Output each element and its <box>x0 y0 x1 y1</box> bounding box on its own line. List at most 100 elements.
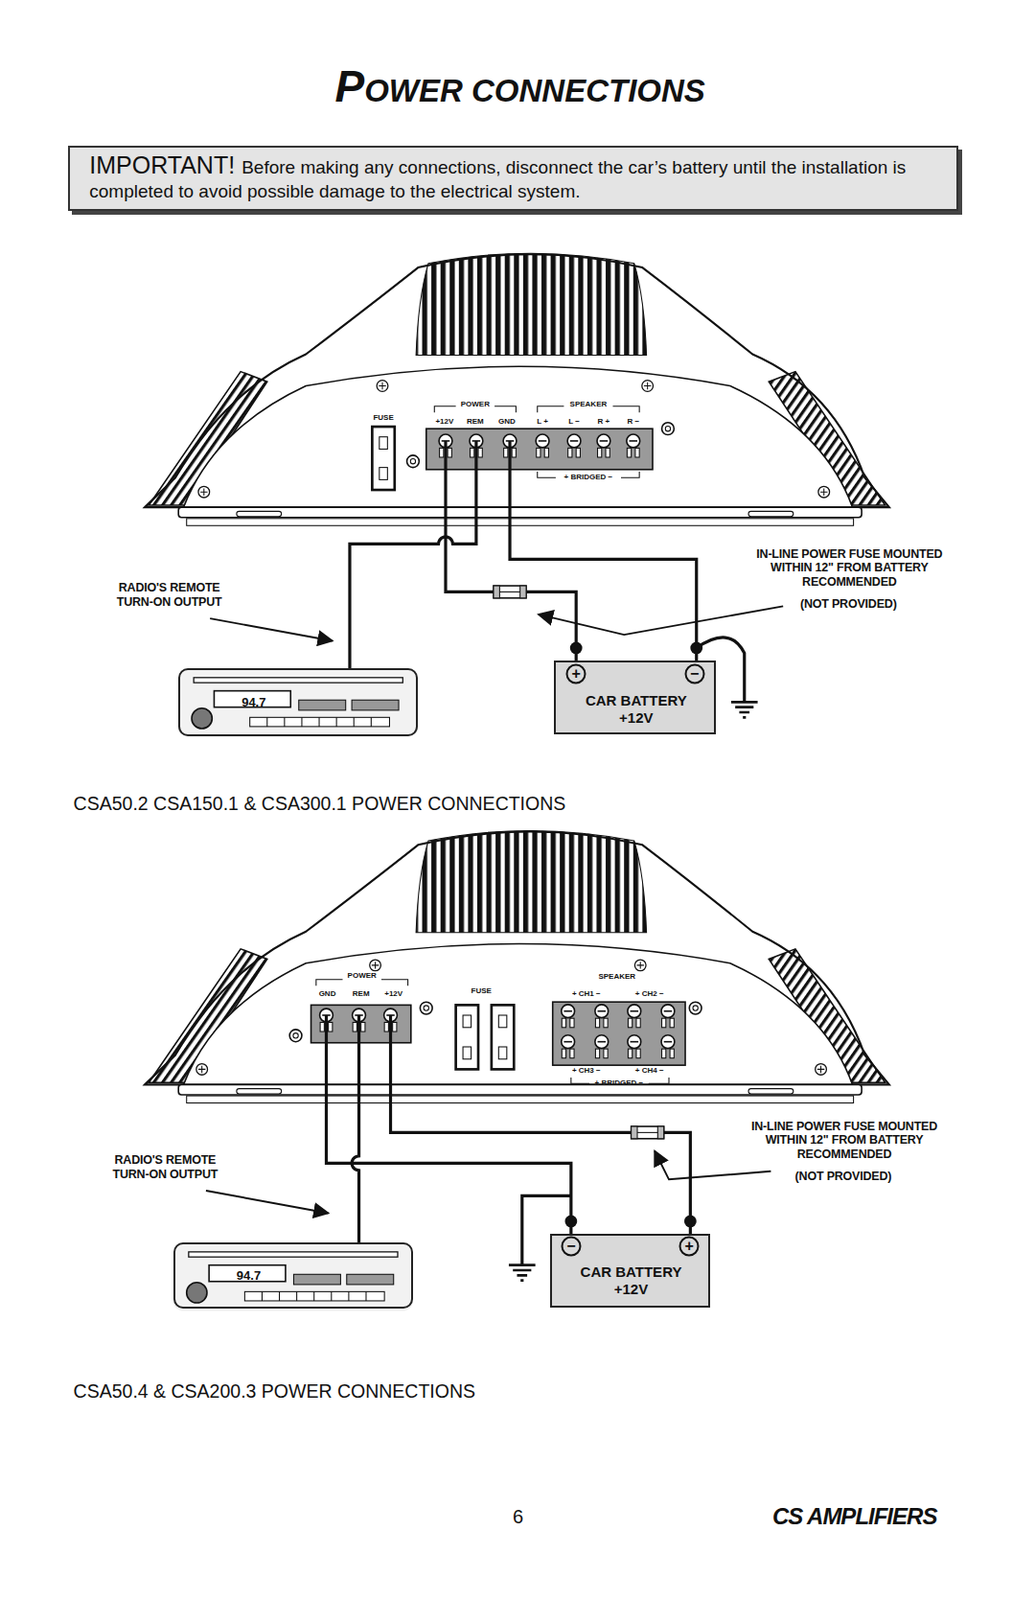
callout-note: (NOT PROVIDED) <box>795 1169 893 1184</box>
terminal-screw <box>535 434 550 458</box>
amp-2-details <box>196 959 828 1083</box>
terminal-screw <box>661 1035 675 1058</box>
panel-screw <box>198 485 210 498</box>
terminal-screw <box>627 1035 642 1058</box>
terminal-label: R + <box>598 417 611 426</box>
terminal-label: +12V <box>384 989 403 998</box>
bracket <box>316 979 669 1084</box>
inline-fuse <box>493 585 527 598</box>
amp-1-details <box>198 380 830 498</box>
fuse-holder <box>498 1046 507 1059</box>
screw <box>289 1029 302 1042</box>
page-number: 6 <box>512 1505 524 1528</box>
panel-screw <box>818 485 830 498</box>
terminal-label: L + <box>536 417 549 426</box>
car-radio: 94.7 <box>173 1242 414 1309</box>
terminal-screw <box>561 1004 575 1028</box>
polarity-sign: + <box>679 1236 700 1257</box>
panel-screw <box>815 1063 828 1076</box>
polarity-sign: − <box>560 1236 581 1257</box>
radio-faceplate <box>173 1242 414 1311</box>
radio-display: 94.7 <box>236 1266 261 1282</box>
fuse-holder <box>456 1004 479 1069</box>
screw <box>419 1001 433 1014</box>
panel-screw <box>196 1063 208 1076</box>
figure-caption: CSA50.2 CSA150.1 & CSA300.1 POWER CONNEC… <box>73 792 567 815</box>
terminal-strip <box>552 1001 686 1065</box>
fuse-holder <box>379 437 389 450</box>
ground-symbol <box>508 1265 536 1281</box>
terminal-label: SPEAKER <box>570 400 608 409</box>
terminal-screw <box>597 434 611 458</box>
terminal-strip <box>426 428 653 470</box>
brand-logo: CS AMPLIFIERS <box>772 1502 937 1530</box>
power-terminal-block: POWER +12V REM GND <box>426 395 526 441</box>
terminal-label: + BRIDGED − <box>595 1079 644 1087</box>
terminal-label: GND <box>498 417 516 426</box>
terminal-label: L − <box>568 417 580 426</box>
polarity-sign: − <box>684 664 705 685</box>
terminal-screw <box>567 434 581 458</box>
leader-arrow <box>206 1190 329 1213</box>
car-radio: 94.7 <box>178 667 418 736</box>
page-title: POWER CONNECTIONS <box>334 60 705 113</box>
battery-posts-and-ground <box>508 637 759 1281</box>
battery-label: CAR BATTERY +12V <box>575 1263 687 1298</box>
screw <box>662 422 675 436</box>
terminal-label: REM <box>466 417 484 426</box>
speaker-terminal-block: SPEAKERL +L −R +R −+ BRIDGED − <box>528 395 653 486</box>
fuse-holder <box>371 426 394 490</box>
terminal-screw <box>561 1035 575 1058</box>
terminal-screw <box>661 1004 675 1028</box>
power-wire <box>391 1014 691 1235</box>
leader-arrow <box>654 1150 771 1180</box>
callout-text: RADIO'S REMOTE TURN-ON OUTPUT <box>100 581 239 610</box>
leader-lines <box>206 605 783 1213</box>
amplifier-housing <box>144 829 890 1103</box>
fuse-holder <box>379 467 389 481</box>
radio-display: 94.7 <box>241 693 266 709</box>
screw <box>407 455 420 468</box>
callout-text: RADIO'S REMOTE TURN-ON OUTPUT <box>96 1153 235 1182</box>
callout-note: (NOT PROVIDED) <box>800 597 897 612</box>
terminal-screw <box>595 1035 609 1058</box>
amplifier-housing <box>144 253 890 526</box>
terminal-label: + CH2 − <box>635 989 665 998</box>
amplifier-panel: FUSEPOWER+12VREMGNDSPEAKERL +L −R +R −+ … <box>178 387 862 510</box>
speaker-terminal-block: SPEAKER+ CH1 −+ CH2 −+ CH3 −+ CH4 −+ BRI… <box>551 968 690 1090</box>
terminal-label: + CH1 − <box>572 989 601 998</box>
polarity-sign: + <box>566 664 587 685</box>
callout-text: IN-LINE POWER FUSE MOUNTED WITHIN 12" FR… <box>744 547 954 590</box>
panel-label: FUSE <box>471 987 492 995</box>
inline-fuse <box>631 1126 665 1139</box>
terminal-label: POWER <box>347 971 377 980</box>
terminal-label: SPEAKER <box>598 972 636 981</box>
bracket <box>434 406 640 478</box>
amplifier-panel: FUSEPOWERGNDREM+12VSPEAKER+ CH1 −+ CH2 −… <box>178 958 862 1091</box>
power-terminal-block: POWERGNDREM+12V <box>308 968 414 1015</box>
power-wire <box>349 440 477 668</box>
panel-screw <box>642 380 654 392</box>
terminal-screw <box>595 1004 609 1028</box>
power-wire <box>325 1014 571 1235</box>
fuse-holder <box>462 1014 472 1028</box>
radio-faceplate <box>178 667 418 736</box>
terminal-label: R − <box>626 417 640 426</box>
fuse-holder <box>462 1046 472 1059</box>
warning-box: IMPORTANT!Before making any connections,… <box>68 145 959 211</box>
fuse-holder <box>498 1014 507 1028</box>
power-wire <box>509 440 697 662</box>
panel-screw <box>634 959 646 971</box>
terminal-label: + CH4 − <box>635 1066 665 1075</box>
terminal-label: POWER <box>460 400 490 409</box>
panel-screw <box>369 959 382 971</box>
terminal-label: +12V <box>435 417 454 426</box>
fuse-holder <box>491 1004 514 1069</box>
callout-text: IN-LINE POWER FUSE MOUNTED WITHIN 12" FR… <box>739 1119 949 1162</box>
figure-caption: CSA50.4 & CSA200.3 POWER CONNECTIONS <box>73 1380 476 1403</box>
terminal-label: GND <box>319 989 337 998</box>
terminal-screw <box>627 1004 642 1028</box>
leader-arrow <box>209 618 333 641</box>
power-wire <box>351 1014 359 1242</box>
panel-label: FUSE <box>372 414 393 422</box>
